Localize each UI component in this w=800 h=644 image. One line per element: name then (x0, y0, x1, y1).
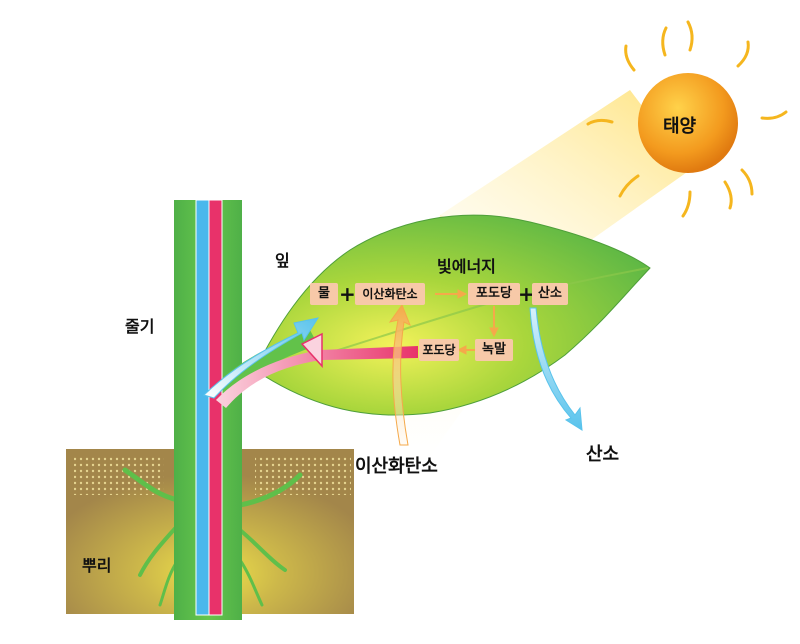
stem-label: 줄기 (125, 317, 155, 336)
co2-input-label: 이산화탄소 (355, 456, 438, 477)
oxygen-output-label: 산소 (586, 444, 620, 465)
plus-sign: + (339, 282, 356, 306)
glucose-to-starch-arrow (489, 306, 499, 338)
light-energy-label: 빛에너지 (437, 257, 496, 276)
oxygen-product-box: 산소 (532, 283, 568, 305)
starch-to-glucose-arrow (456, 345, 476, 355)
root-label: 뿌리 (82, 556, 112, 575)
leaf-label: 잎 (275, 251, 290, 270)
co2-box: 이산화탄소 (355, 283, 425, 305)
starch-box: 녹말 (475, 339, 513, 361)
sun (586, 20, 788, 218)
glucose-product-box: 포도당 (468, 283, 520, 305)
leaf (254, 214, 651, 416)
water-box: 물 (310, 283, 338, 305)
plus-sign-2: + (518, 282, 535, 306)
water-arrow (203, 317, 320, 399)
sun-label: 태양 (663, 116, 697, 137)
transport-glucose-box: 포도당 (419, 339, 459, 361)
oxygen-arrow (529, 307, 583, 431)
co2-arrow (388, 303, 411, 446)
vessels (195, 199, 223, 616)
reaction-arrow (435, 289, 468, 299)
